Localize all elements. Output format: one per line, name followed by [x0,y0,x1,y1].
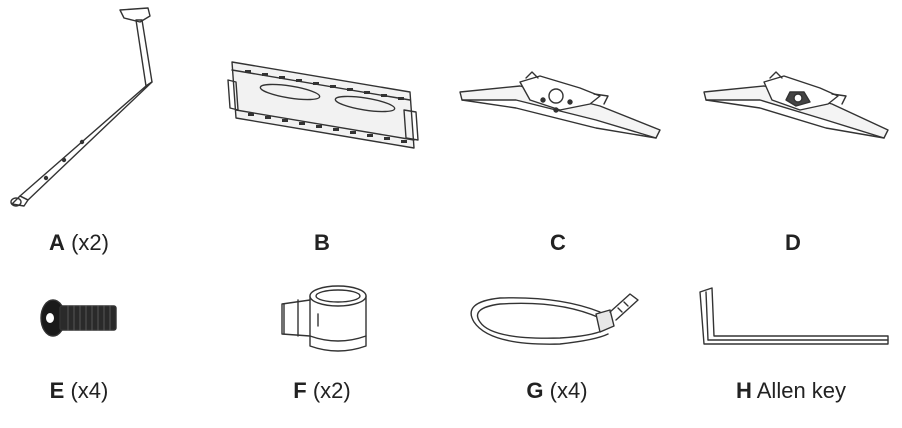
part-label-a: A (x2) [49,231,109,255]
bolt-icon [40,299,117,337]
part-label-e: E (x4) [50,379,109,403]
clamp-icon [281,285,367,352]
pole-arm-icon [10,7,153,207]
part-label-g: G (x4) [526,379,587,403]
part-qty-e: (x4) [70,378,109,403]
part-letter-a: A [49,230,65,255]
bracket-d-icon [703,71,889,139]
cable-tie-icon [470,293,639,345]
part-letter-h: H [735,378,752,403]
part-qty-a: (x2) [71,230,109,255]
part-letter-e: E [49,378,65,403]
wall-plate-icon [227,61,419,149]
part-letter-b: B [314,230,330,255]
part-label-c: C [550,231,566,255]
bracket-c-icon [459,71,661,139]
part-label-f: F (x2) [293,379,350,403]
part-label-d: D [785,231,801,255]
part-letter-g: G [526,378,544,403]
part-label-b: B [314,231,330,255]
allen-key-icon [699,287,889,345]
part-letter-c: C [550,230,566,255]
part-qty-h: Allen key [756,378,847,403]
part-letter-f: F [293,378,307,403]
part-qty-f: (x2) [312,378,351,403]
part-qty-g: (x4) [549,378,588,403]
part-label-h: H Allen key [736,379,846,403]
part-letter-d: D [785,230,801,255]
